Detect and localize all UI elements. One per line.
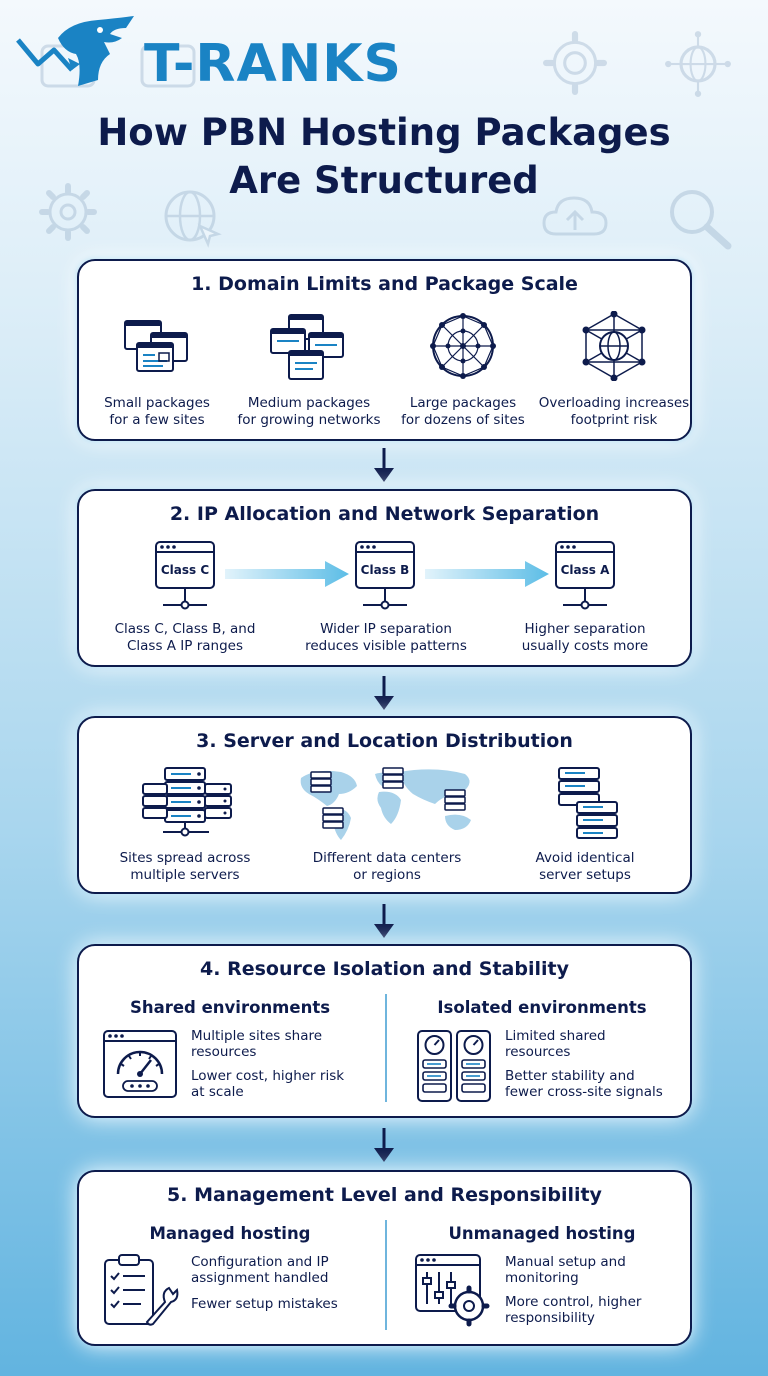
- bg-gear-chart-icon: [543, 31, 607, 95]
- section-management-level: 5. Management Level and Responsibility M…: [77, 1170, 692, 1346]
- server-class-c-icon: Class C: [155, 541, 215, 610]
- server-class-b-icon: Class B: [355, 541, 415, 610]
- section-server-location: 3. Server and Location Distribution Site…: [77, 716, 692, 894]
- flow-arrow-icon: [374, 904, 394, 938]
- server-class-a-icon: Class A: [555, 541, 615, 610]
- column-divider: [385, 1220, 387, 1330]
- page-title-line1: How PBN Hosting Packages: [97, 111, 671, 154]
- column-divider: [385, 994, 387, 1102]
- server-label-class-a: Class A: [561, 563, 610, 577]
- brand-name: T-RANKS: [144, 34, 402, 94]
- network-mesh-icon: [430, 313, 496, 379]
- section-domain-limits: 1. Domain Limits and Package Scale Small…: [77, 259, 692, 441]
- bg-gear-icon: [39, 183, 97, 241]
- gradient-arrow-icon: [425, 561, 549, 587]
- gradient-arrow-icon: [225, 561, 349, 587]
- section-title: 3. Server and Location Distribution: [196, 730, 573, 752]
- flow-arrow-icon: [374, 676, 394, 710]
- subheading-shared: Shared environments: [129, 998, 331, 1017]
- managed-point-2: Fewer setup mistakes: [191, 1296, 338, 1312]
- subheading-managed: Managed hosting: [149, 1224, 311, 1243]
- network-globe-icon: [582, 311, 646, 381]
- dinosaur-arrow-icon: [16, 16, 134, 86]
- subheading-isolated: Isolated environments: [437, 998, 647, 1017]
- page-title-line2: Are Structured: [229, 159, 539, 202]
- bg-globe-cursor-icon: [164, 190, 222, 248]
- section-ip-allocation: 2. IP Allocation and Network Separation …: [77, 489, 692, 667]
- brand-logo: T-RANKS: [14, 14, 414, 96]
- browser-windows-medium-icon: [270, 314, 344, 380]
- section-title: 1. Domain Limits and Package Scale: [191, 273, 578, 295]
- server-racks-icon: [142, 767, 232, 837]
- flow-arrow-icon: [374, 448, 394, 482]
- bg-network-globe-icon: [665, 31, 731, 97]
- bg-cloud-upload-icon: [542, 196, 608, 236]
- section-title: 5. Management Level and Responsibility: [167, 1184, 602, 1206]
- world-map-icon: [300, 767, 471, 840]
- section-resource-isolation: 4. Resource Isolation and Stability Shar…: [77, 944, 692, 1118]
- section-title: 4. Resource Isolation and Stability: [200, 958, 569, 980]
- server-label-class-c: Class C: [161, 563, 209, 577]
- gauge-window-icon: [103, 1030, 177, 1098]
- server-label-class-b: Class B: [361, 563, 410, 577]
- subheading-unmanaged: Unmanaged hosting: [448, 1224, 636, 1243]
- bg-magnifier-icon: [670, 190, 732, 250]
- flow-arrow-icon: [374, 1128, 394, 1162]
- section-title: 2. IP Allocation and Network Separation: [169, 503, 600, 525]
- browser-windows-small-icon: [124, 320, 188, 372]
- dual-gauge-server-icon: [417, 1030, 491, 1102]
- clipboard-wrench-icon: [104, 1254, 179, 1326]
- sliders-gear-icon: [415, 1254, 490, 1327]
- server-stack-icon: [558, 767, 618, 839]
